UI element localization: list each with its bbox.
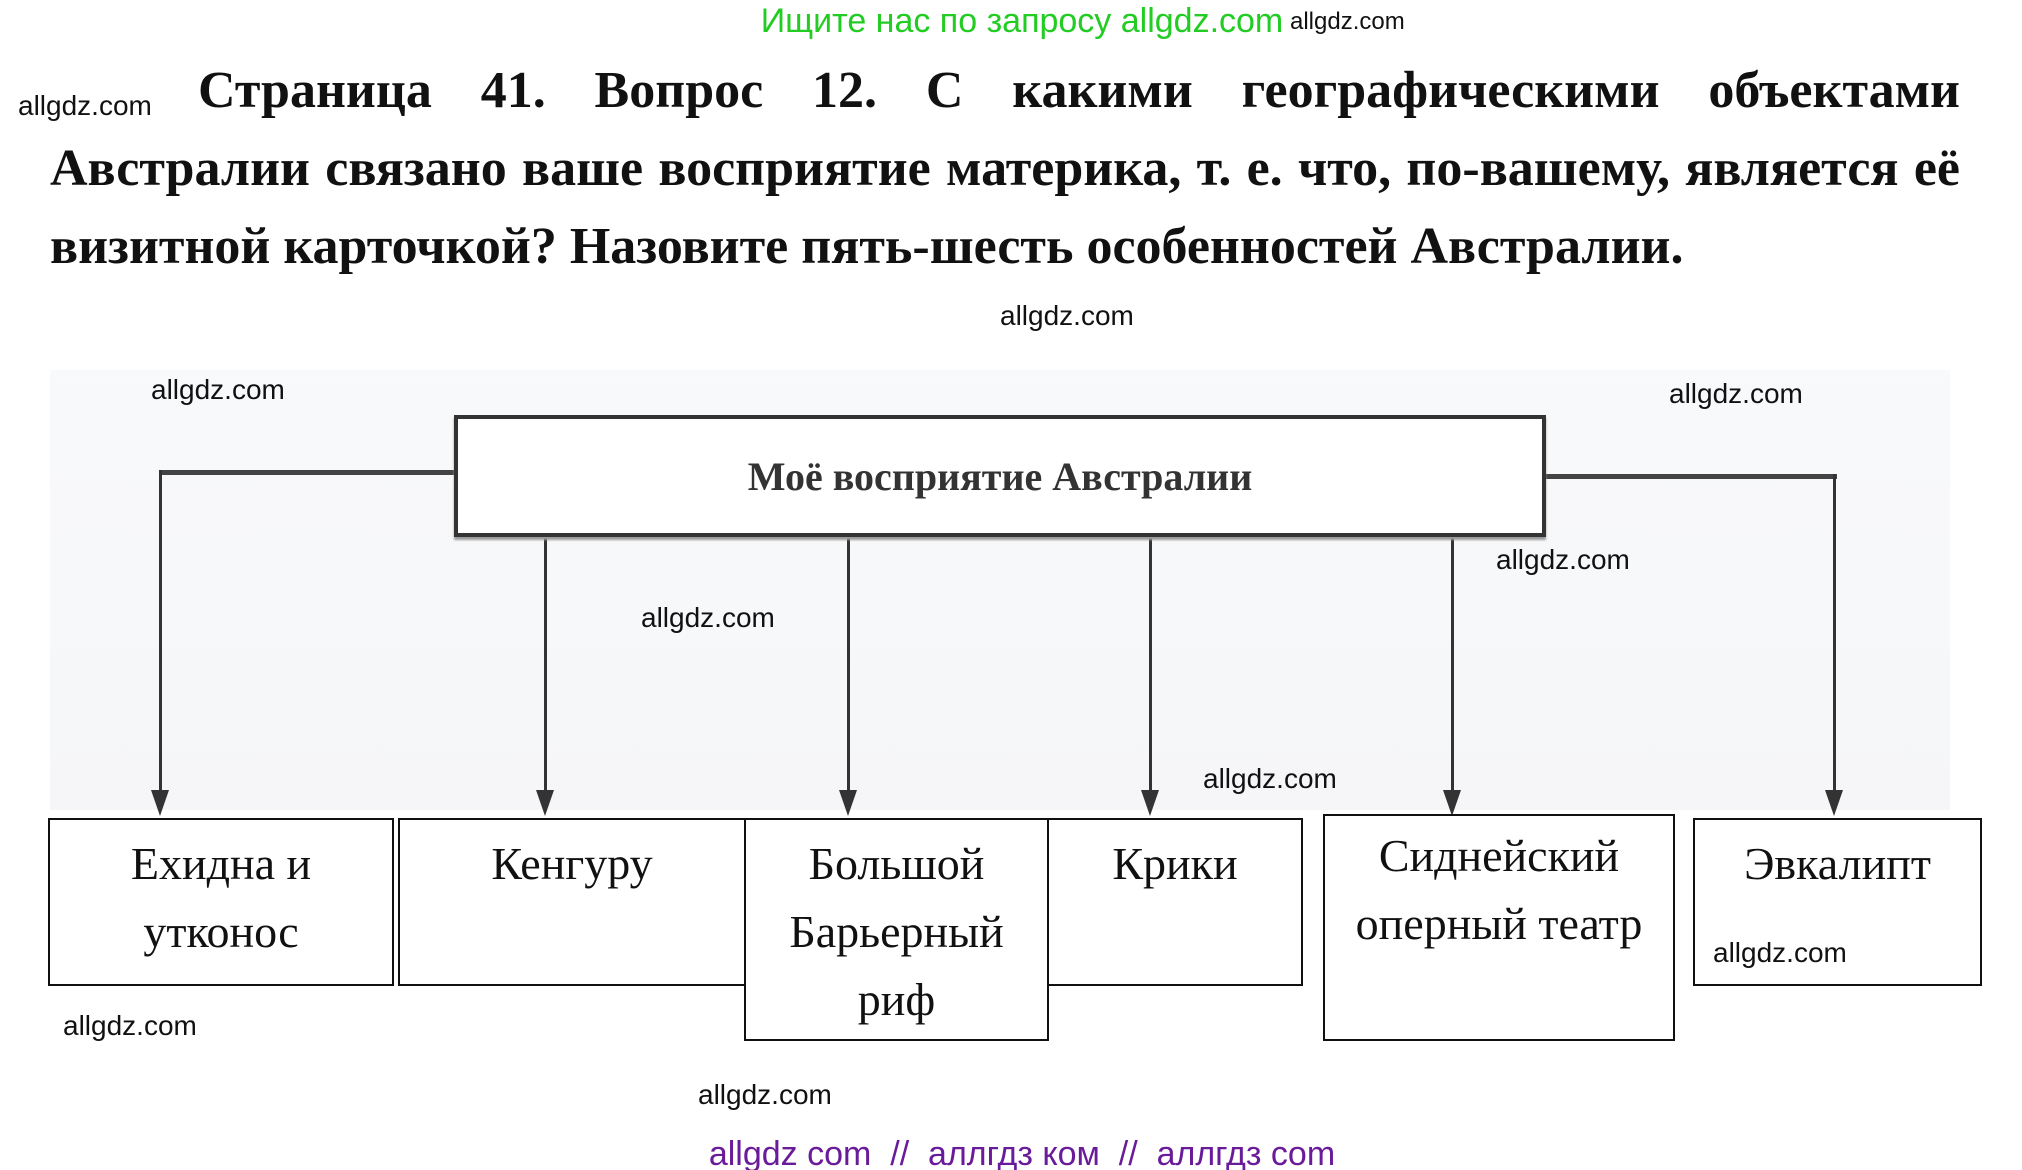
watermark: allgdz.com bbox=[1713, 937, 1847, 968]
watermark: allgdz.com bbox=[1290, 8, 1405, 35]
item-box: Ехидна и утконос bbox=[48, 818, 394, 986]
question-text: Страница 41. Вопрос 12. С какими географ… bbox=[50, 62, 1960, 275]
connector-left bbox=[160, 470, 456, 475]
connector-right bbox=[1540, 474, 1837, 479]
arrow-head-icon bbox=[151, 790, 169, 816]
arrow-line bbox=[847, 535, 850, 792]
watermark: allgdz.com bbox=[1203, 763, 1337, 794]
item-box: Эвкалипт bbox=[1693, 818, 1982, 986]
item-box: Сиднейский оперный театр bbox=[1323, 814, 1675, 1041]
watermark: allgdz.com bbox=[1669, 378, 1803, 409]
arrow-head-icon bbox=[1141, 790, 1159, 816]
arrow-line bbox=[1833, 474, 1836, 792]
arrow-line bbox=[544, 535, 547, 792]
watermark: allgdz.com bbox=[1496, 544, 1630, 575]
watermark: allgdz.com bbox=[1000, 300, 1134, 331]
arrow-line bbox=[159, 470, 162, 792]
watermark: allgdz.com bbox=[18, 90, 152, 121]
arrow-head-icon bbox=[536, 790, 554, 816]
promo-banner: Ищите нас по запросу allgdz.com bbox=[760, 2, 1284, 40]
arrow-line bbox=[1451, 535, 1454, 792]
arrow-head-icon bbox=[1825, 790, 1843, 816]
watermark: allgdz.com bbox=[151, 374, 285, 405]
item-box: Кенгуру bbox=[398, 818, 746, 986]
arrow-head-icon bbox=[1443, 790, 1461, 816]
item-box: Крики bbox=[1047, 818, 1303, 986]
footer-links: allgdz com // аллгдз ком // аллгдз com bbox=[708, 1135, 1336, 1170]
root-node: Моё восприятие Австралии bbox=[454, 415, 1546, 537]
watermark: allgdz.com bbox=[641, 602, 775, 633]
watermark: allgdz.com bbox=[698, 1079, 832, 1110]
arrow-head-icon bbox=[839, 790, 857, 816]
arrow-line bbox=[1149, 535, 1152, 792]
watermark: allgdz.com bbox=[63, 1010, 197, 1041]
item-box: Большой Барьерный риф bbox=[744, 818, 1049, 1041]
